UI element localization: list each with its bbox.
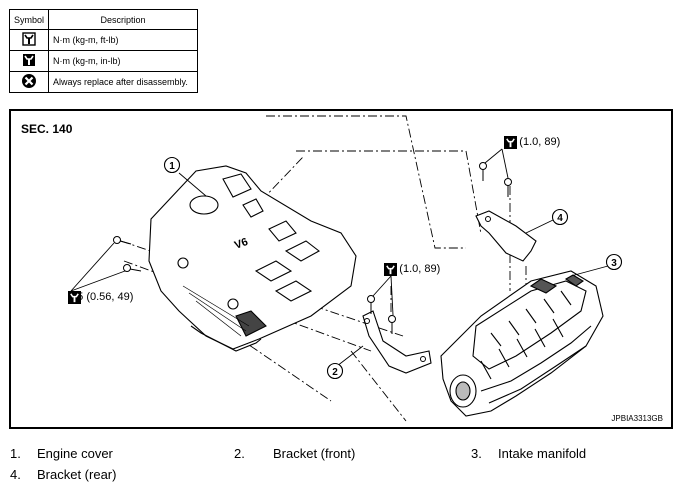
- bracket-rear: [475, 210, 537, 262]
- torque-value: 10 (1.0, 89): [384, 263, 441, 275]
- caption-number: 4.: [10, 467, 21, 482]
- callout-circles: [163, 156, 623, 380]
- caption-label: Bracket (front): [273, 446, 356, 461]
- torque-wrench-icon: [22, 32, 36, 46]
- callout-3: 3: [611, 258, 617, 269]
- caption-item: 2. Bracket (front): [234, 446, 355, 461]
- caption-label: Intake manifold: [498, 446, 587, 461]
- torque-spec-middle: 10 (1.0, 89): [384, 263, 441, 276]
- exploded-view-drawing: V6: [70, 115, 623, 422]
- torque-wrench-icon: [504, 136, 517, 149]
- caption-item: 4. Bracket (rear): [10, 467, 116, 482]
- caption-item: 1. Engine cover: [10, 446, 113, 461]
- torque-spec-top-right: 10 (1.0, 89): [504, 136, 561, 149]
- caption-label: Bracket (rear): [37, 467, 117, 482]
- symbol-legend-table: Symbol Description N·m (kg-m, ft-lb) N·m…: [9, 9, 198, 93]
- torque-value: 10 (1.0, 89): [504, 136, 561, 148]
- bolts: [113, 162, 512, 334]
- torque-wrench-icon: [23, 54, 35, 66]
- exploded-view-figure: V6: [9, 109, 673, 429]
- torque-wrench-icon: [384, 263, 397, 276]
- caption-number: 1.: [10, 446, 21, 461]
- callout-4: 4: [557, 213, 563, 224]
- legend-row: Always replace after disassembly.: [9, 71, 198, 93]
- caption-number: 3.: [471, 446, 482, 461]
- legend-header-description: Description: [48, 9, 198, 30]
- torque-wrench-icon: [68, 291, 81, 304]
- bracket-front: [362, 310, 432, 374]
- callout-2: 2: [332, 367, 338, 378]
- legend-row-text: Always replace after disassembly.: [48, 71, 198, 93]
- figure-id: JPBIA3313GB: [611, 414, 663, 423]
- caption-item: 3. Intake manifold: [471, 446, 586, 461]
- torque-value: 5.5 (0.56, 49): [68, 291, 134, 303]
- callout-1: 1: [169, 161, 175, 172]
- engine-cover: [148, 165, 357, 352]
- intake-manifold: [440, 270, 604, 417]
- legend-row: N·m (kg-m, in-lb): [9, 50, 198, 72]
- cover-badge: V6: [233, 236, 250, 252]
- legend-row-text: N·m (kg-m, ft-lb): [48, 29, 198, 51]
- legend-header-symbol: Symbol: [9, 9, 49, 30]
- legend-row-text: N·m (kg-m, in-lb): [48, 50, 198, 72]
- caption-label: Engine cover: [37, 446, 113, 461]
- replace-icon: [22, 74, 36, 88]
- caption-number: 2.: [234, 446, 245, 461]
- section-label: SEC. 140: [21, 122, 73, 136]
- torque-spec-left: 5.5 (0.56, 49): [68, 291, 134, 304]
- legend-row: N·m (kg-m, ft-lb): [9, 29, 198, 51]
